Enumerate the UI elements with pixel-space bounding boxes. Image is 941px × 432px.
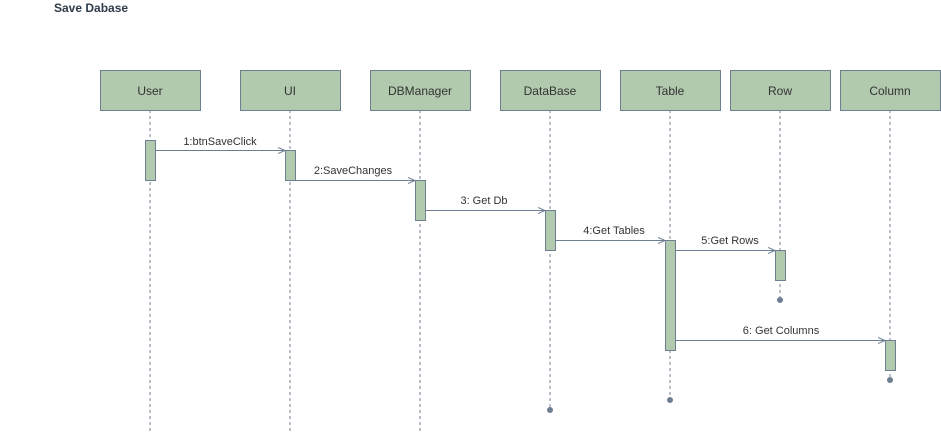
participant-table-box[interactable]	[620, 70, 721, 111]
participant-column-label: Column	[869, 84, 910, 98]
participant-ui-label: UI	[284, 84, 296, 98]
message-label-6: 6: Get Columns	[743, 325, 820, 337]
participant-row-label: Row	[768, 84, 792, 98]
participant-user-box[interactable]	[100, 70, 201, 111]
lifeline-end-dot-table	[667, 397, 673, 403]
activation-dbmanager	[415, 180, 426, 221]
participant-row-box[interactable]	[730, 70, 831, 111]
lifeline-end-dot-column	[887, 377, 893, 383]
activation-database	[545, 210, 556, 251]
participant-database-box[interactable]	[500, 70, 601, 111]
message-label-1: 1:btnSaveClick	[183, 136, 257, 148]
lifeline-end-dot-row	[777, 297, 783, 303]
participant-table-label: Table	[656, 84, 685, 98]
activation-row	[775, 250, 786, 281]
participant-column-box[interactable]	[840, 70, 941, 111]
participant-user-label: User	[137, 84, 162, 98]
participant-ui-box[interactable]	[240, 70, 341, 111]
participant-database-label: DataBase	[524, 84, 577, 98]
message-label-3: 3: Get Db	[460, 195, 507, 207]
activation-user	[145, 140, 156, 181]
message-label-5: 5:Get Rows	[701, 235, 759, 247]
activation-column	[885, 340, 896, 371]
lifeline-end-dot-database	[547, 407, 553, 413]
activation-table	[665, 240, 676, 351]
message-label-2: 2:SaveChanges	[314, 165, 393, 177]
participant-dbmanager-box[interactable]	[370, 70, 471, 111]
participant-dbmanager-label: DBManager	[388, 84, 452, 98]
message-label-4: 4:Get Tables	[583, 225, 645, 237]
diagram-title: Save Dabase	[54, 1, 129, 15]
activation-ui	[285, 150, 296, 181]
